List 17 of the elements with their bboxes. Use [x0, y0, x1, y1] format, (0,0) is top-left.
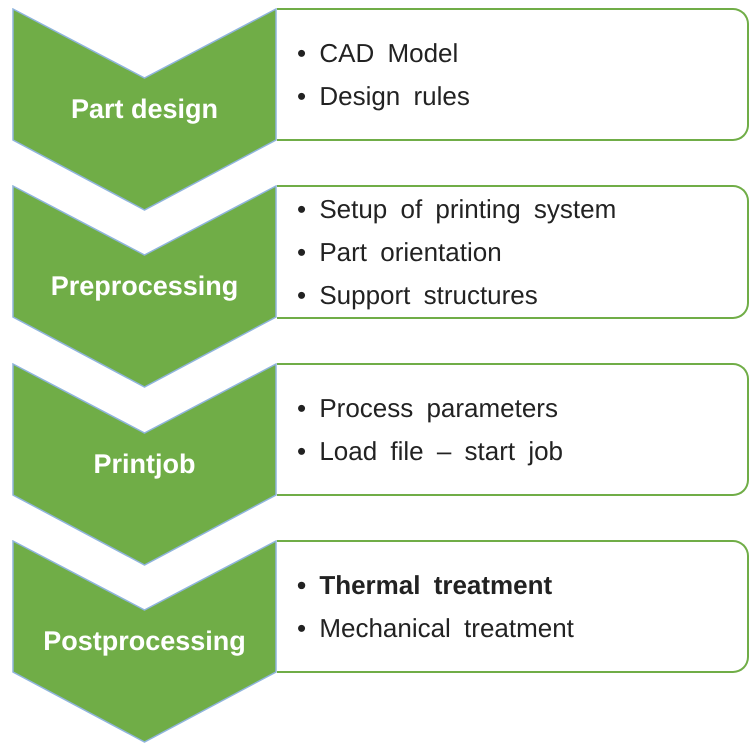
- bullet-item: • Design rules: [297, 80, 471, 112]
- bullet-item: • Part orientation: [297, 236, 503, 268]
- bullet-list-box: [277, 540, 749, 673]
- bullet-list-box: [277, 8, 749, 141]
- bullet-item: • CAD Model: [297, 36, 460, 70]
- bullet-list-box: [277, 363, 749, 496]
- step-title: Preprocessing: [50, 271, 238, 301]
- bullet-item: • Support structures: [297, 278, 539, 312]
- bullet-list-box: [277, 185, 749, 319]
- step-title: Printjob: [94, 449, 196, 479]
- bullet-item: • Thermal treatment: [297, 568, 554, 602]
- bullet-item: • Mechanical treatment: [297, 612, 575, 644]
- step-title: Postprocessing: [43, 626, 246, 656]
- bullet-item: • Setup of printing system: [297, 192, 618, 226]
- bullet-item: • Process parameters: [297, 392, 559, 424]
- step-title: Part design: [70, 94, 218, 124]
- bullet-item: • Load file – start job: [297, 434, 564, 468]
